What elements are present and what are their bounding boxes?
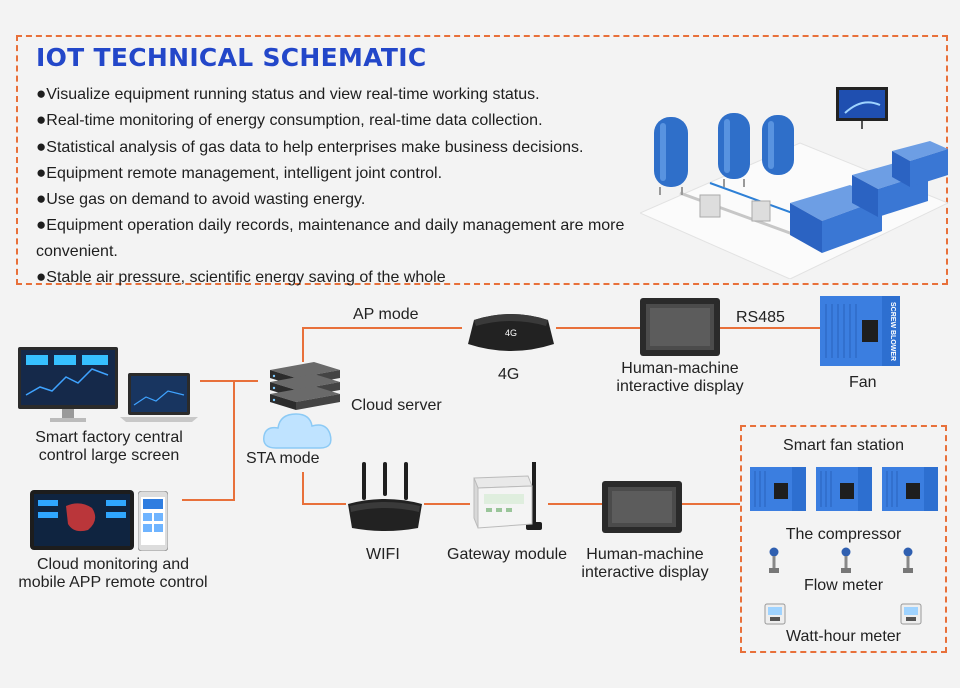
blower-icon xyxy=(816,467,872,511)
compressor-label: The compressor xyxy=(785,526,902,543)
smart-fan-station: Smart fan station The compressor Flow me… xyxy=(740,425,947,653)
flow-meter-icon xyxy=(841,547,851,573)
watt-meter-icon xyxy=(764,603,786,625)
feature-panel: IOT TECHNICAL SCHEMATIC ●Visualize equip… xyxy=(16,35,948,286)
hmi-bottom-label: Human-machine interactive display xyxy=(581,546,709,581)
watt-meter-icon xyxy=(900,603,922,625)
flow-meter-label: Flow meter xyxy=(803,577,884,594)
tablet-icon xyxy=(30,490,134,550)
watt-meter-label: Watt-hour meter xyxy=(786,628,901,645)
router-4g-icon: 4G xyxy=(468,314,554,351)
router-4g-badge: 4G xyxy=(505,328,517,338)
flow-meter-icon xyxy=(903,547,913,573)
blower-icon xyxy=(750,467,806,511)
wifi-label: WIFI xyxy=(366,546,400,563)
laptop-icon xyxy=(120,373,198,422)
smart-factory-label: Smart factory central control large scre… xyxy=(35,429,183,464)
hmi-top-label: Human-machine interactive display xyxy=(616,360,744,395)
cloud-monitoring-label: Cloud monitoring and mobile APP remote c… xyxy=(18,556,208,591)
wifi-router-icon xyxy=(348,462,422,531)
feature-item: ●Statistical analysis of gas data to hel… xyxy=(36,136,584,156)
gateway-label: Gateway module xyxy=(447,546,568,563)
cloud-icon xyxy=(263,413,332,449)
feature-item: ●Use gas on demand to avoid wasting ener… xyxy=(36,189,366,209)
factory-plant-photo xyxy=(640,87,948,279)
feature-item: ●Real-time monitoring of energy consumpt… xyxy=(36,110,543,130)
cloud-server-label: Cloud server xyxy=(351,397,442,414)
router-4g-label: 4G xyxy=(498,366,520,383)
feature-list: ●Visualize equipment running status and … xyxy=(36,81,636,290)
hmi-display-icon xyxy=(640,298,720,356)
monitor-icon xyxy=(18,347,118,422)
sta-mode-label: STA mode xyxy=(246,450,320,467)
gateway-module-icon xyxy=(473,462,542,530)
feature-item: ●Visualize equipment running status and … xyxy=(36,84,540,103)
ap-mode-label: AP mode xyxy=(353,306,419,323)
rs485-label: RS485 xyxy=(736,309,785,326)
blower-brand-text: SCREW BLOWER xyxy=(889,302,896,361)
blower-icon: SCREW BLOWER xyxy=(820,296,900,366)
fan-label: Fan xyxy=(849,374,877,391)
feature-item: ●Stable air pressure, scientific energy … xyxy=(36,267,446,287)
feature-item: ●Equipment operation daily records, main… xyxy=(36,215,625,260)
blower-icon xyxy=(882,467,938,511)
server-stack-icon xyxy=(270,362,340,410)
hmi-display-icon xyxy=(602,481,682,533)
station-title: Smart fan station xyxy=(783,437,904,454)
phone-icon xyxy=(138,491,168,551)
page-title: IOT TECHNICAL SCHEMATIC xyxy=(36,43,427,72)
feature-item: ●Equipment remote management, intelligen… xyxy=(36,162,443,182)
flow-meter-icon xyxy=(769,547,779,573)
